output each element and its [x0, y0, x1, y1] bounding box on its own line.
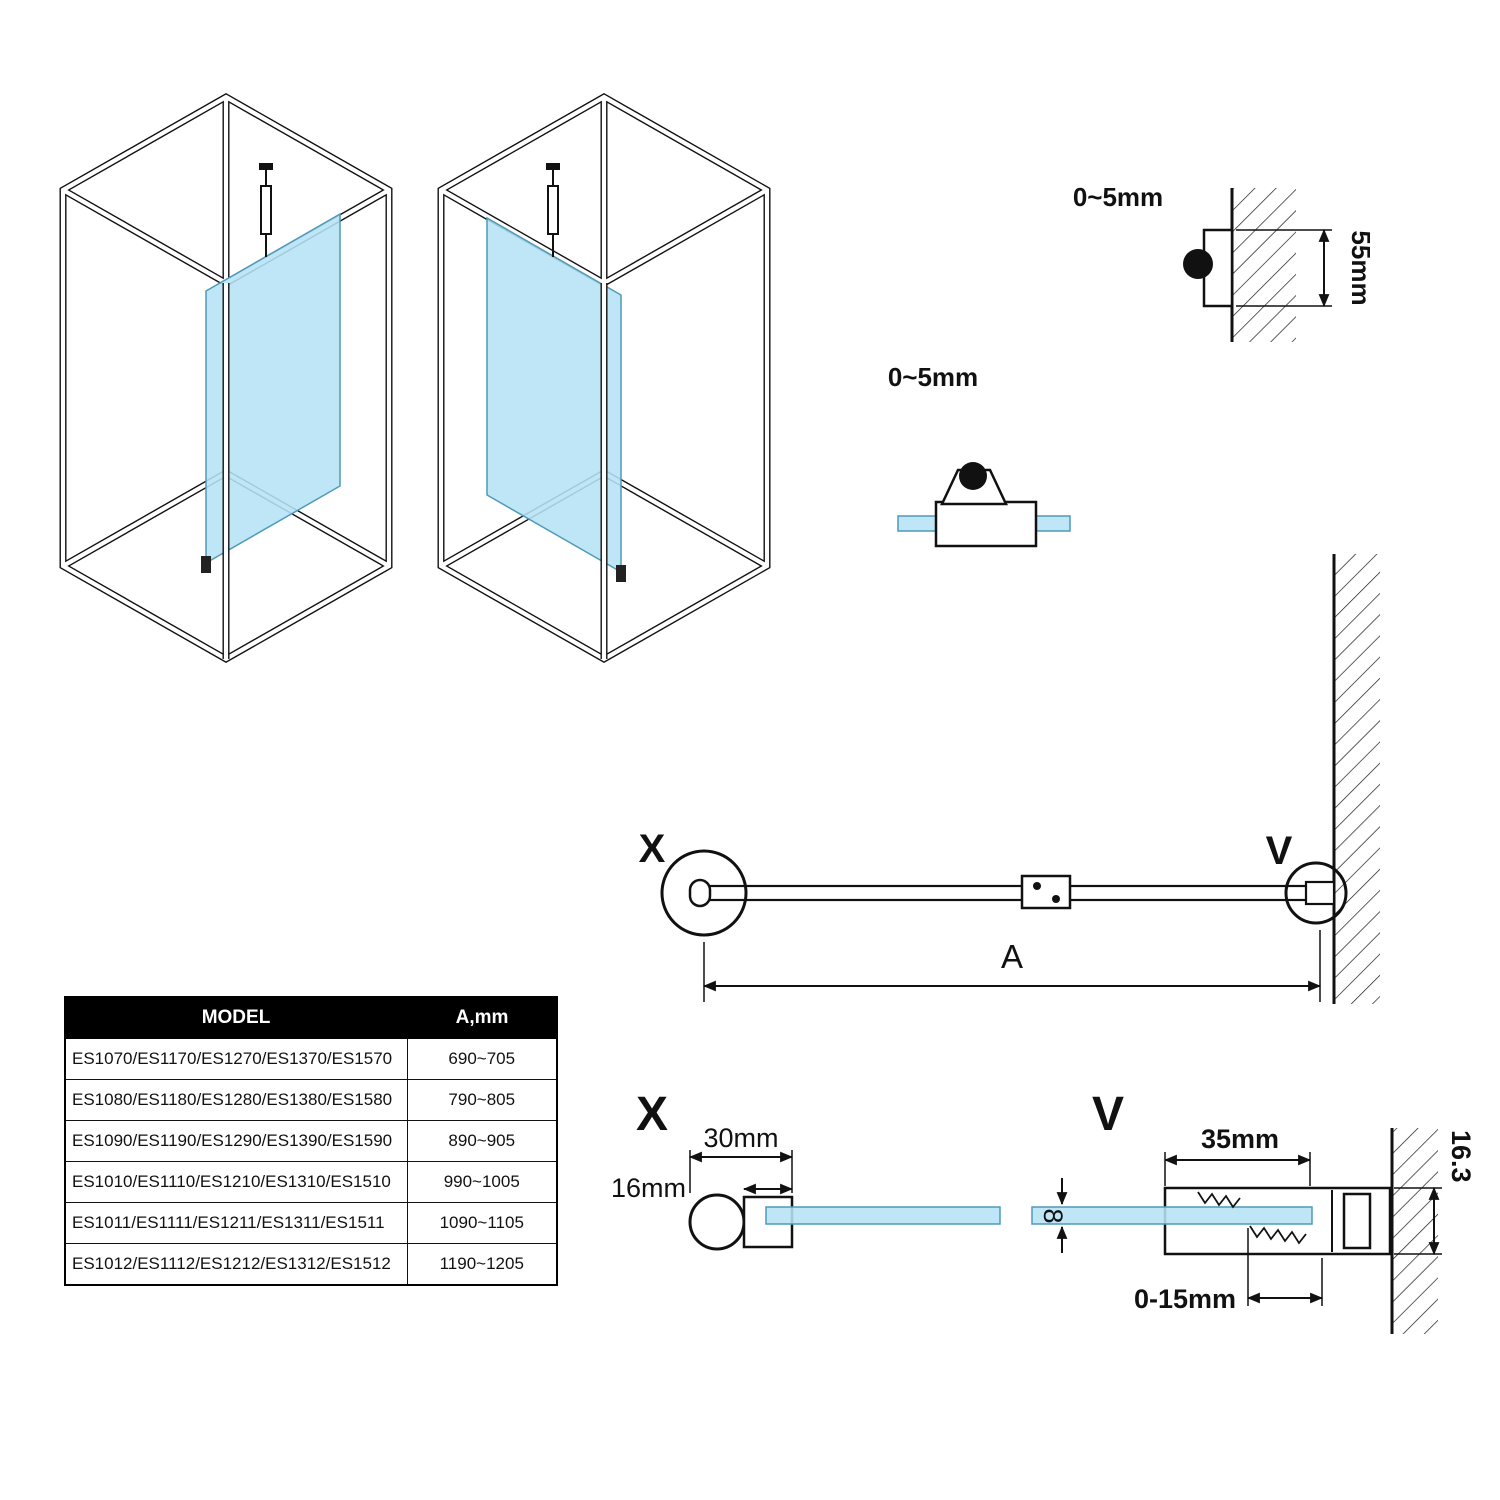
ceiling-support-bar: [546, 163, 560, 257]
glass-section: [765, 1206, 1001, 1225]
mid-clamp: [1020, 874, 1072, 910]
glass-panel: [205, 212, 341, 565]
dim-0-15mm: 0-15mm: [1134, 1284, 1236, 1314]
detail-circle-x: [660, 849, 748, 937]
dim-16mm: 16mm: [611, 1173, 686, 1203]
detail-x-title: X: [636, 1088, 668, 1141]
detail-circle-v: [1284, 861, 1348, 925]
wall-hatch: [1232, 188, 1296, 342]
dim-8: 8: [1038, 1208, 1068, 1223]
round-post-section: [688, 1193, 746, 1251]
model-cell: ES1010/ES1110/ES1210/ES1310/ES1510: [64, 1161, 408, 1203]
col-header-model: MODEL: [64, 996, 408, 1039]
upper-pivot: [1183, 249, 1213, 279]
dim-35mm: 35mm: [1201, 1124, 1279, 1154]
table-row: ES1012/ES1112/ES1212/ES1312/ES1512 1190~…: [64, 1243, 558, 1286]
floor-bracket: [616, 565, 626, 582]
model-cell: ES1011/ES1111/ES1211/ES1311/ES1511: [64, 1202, 408, 1244]
table-row: ES1090/ES1190/ES1290/ES1390/ES1590 890~9…: [64, 1120, 558, 1162]
table-row: ES1010/ES1110/ES1210/ES1310/ES1510 990~1…: [64, 1161, 558, 1203]
model-cell: ES1012/ES1112/ES1212/ES1312/ES1512: [64, 1243, 408, 1286]
a-cell: 990~1005: [406, 1161, 558, 1203]
a-cell: 1190~1205: [406, 1243, 558, 1286]
glass-section: [1031, 1206, 1313, 1225]
end-cap: [688, 878, 712, 908]
table-row: ES1080/ES1180/ES1280/ES1380/ES1580 790~8…: [64, 1079, 558, 1121]
glass-clamp: [934, 500, 1038, 548]
floor-bracket: [201, 556, 211, 573]
model-cell: ES1070/ES1170/ES1270/ES1370/ES1570: [64, 1037, 408, 1080]
a-cell: 1090~1105: [406, 1202, 558, 1244]
marker-x: X: [639, 827, 666, 871]
ceiling-support-bar: [259, 163, 273, 257]
wall-fitting: [1304, 880, 1336, 906]
iso-view-left: [59, 92, 393, 664]
a-cell: 790~805: [406, 1079, 558, 1121]
detail-v-title: V: [1092, 1088, 1124, 1141]
model-table: MODEL A,mm ES1070/ES1170/ES1270/ES1370/E…: [64, 996, 558, 1286]
lower-pivot: [959, 462, 987, 490]
table-row: ES1011/ES1111/ES1211/ES1311/ES1511 1090~…: [64, 1202, 558, 1244]
a-cell: 690~705: [406, 1037, 558, 1080]
wall-hatch: [1334, 554, 1380, 1004]
dim-gap-top: 0~5mm: [1073, 182, 1163, 212]
dim-gap-bottom: 0~5mm: [888, 362, 978, 392]
iso-view-right: [437, 92, 771, 664]
model-cell: ES1090/ES1190/ES1290/ES1390/ES1590: [64, 1120, 408, 1162]
table-header-row: MODEL A,mm: [64, 996, 558, 1039]
detail-v-section: V 35mm 8 16.3 0-15mm: [1031, 1088, 1476, 1334]
dim-a: A: [1001, 938, 1023, 975]
detail-x-section: X 30mm 16mm: [611, 1088, 1001, 1251]
col-header-a: A,mm: [406, 996, 558, 1039]
table-row: ES1070/ES1170/ES1270/ES1370/ES1570 690~7…: [64, 1037, 558, 1080]
wall-hatch: [1392, 1128, 1438, 1334]
glass-edge-view: [700, 884, 1310, 902]
a-cell: 890~905: [406, 1120, 558, 1162]
marker-v: V: [1266, 829, 1293, 873]
dim-55mm: 55mm: [1346, 230, 1376, 305]
assembly-diagram: MAX:900mm X V A: [639, 554, 1380, 1004]
model-cell: ES1080/ES1180/ES1280/ES1380/ES1580: [64, 1079, 408, 1121]
dim-30mm: 30mm: [703, 1123, 778, 1153]
bracket-detail: 55mm 0~5mm 0~5mm: [888, 182, 1376, 548]
dim-16-3: 16.3: [1446, 1130, 1476, 1183]
